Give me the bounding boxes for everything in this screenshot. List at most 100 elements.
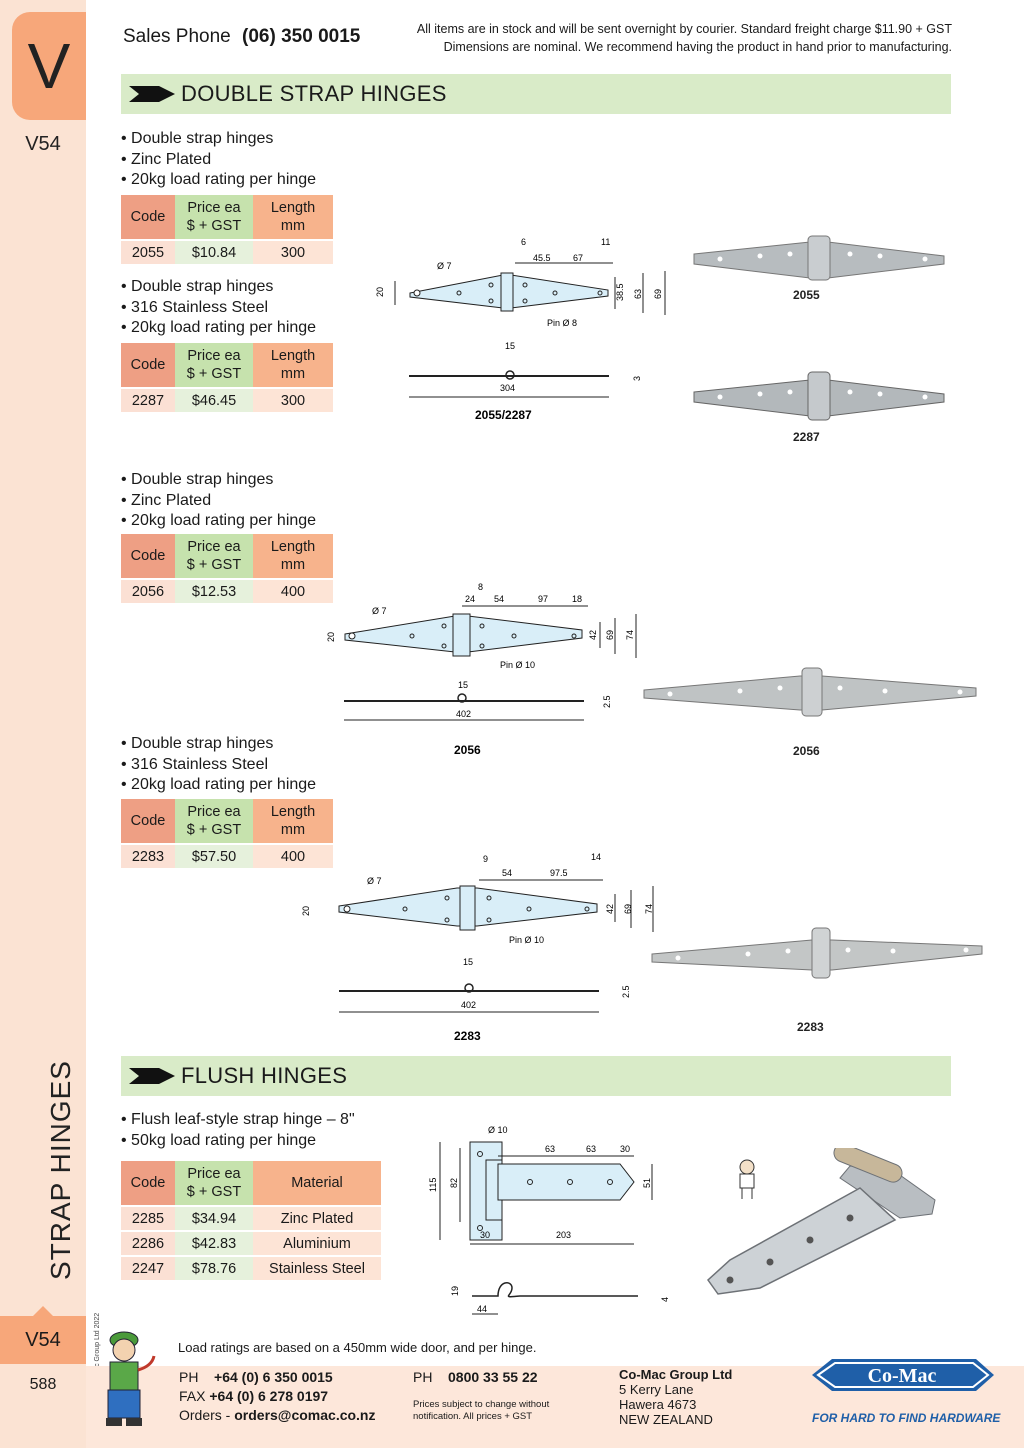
feature-item: • 50kg load rating per hinge [121, 1131, 317, 1149]
section-heading: FLUSH HINGES [181, 1063, 348, 1088]
hinge-photo-2055 [693, 235, 945, 281]
dim-label: 42 [588, 630, 598, 640]
cell-length: 400 [253, 843, 333, 868]
orders-label: Orders - [179, 1407, 231, 1423]
cell-price: $12.53 [175, 578, 253, 603]
product-features: • Double strap hinges • Zinc Plated • 20… [121, 470, 316, 532]
feature-item: • Double strap hinges [121, 130, 274, 147]
disclaimer-line: Prices subject to change without [413, 1399, 550, 1410]
cell-material: Aluminium [253, 1230, 381, 1256]
dim-label: 304 [500, 383, 515, 393]
flush-hinge-photo [707, 1148, 936, 1295]
footer-orders: Orders - orders@comac.co.nz [179, 1407, 376, 1423]
dim-label: 54 [502, 868, 512, 878]
hinge-photo-2287 [693, 371, 945, 421]
header-note-line: All items are in stock and will be sent … [416, 22, 952, 36]
orders-email-link[interactable]: orders@comac.co.nz [234, 1407, 376, 1423]
header-price: Price ea$ + GST [175, 343, 253, 388]
feature-item: • 316 Stainless Steel [121, 755, 269, 773]
header-code: Code [121, 534, 175, 579]
dim-label: 63 [545, 1144, 555, 1154]
technical-drawing-2055: 20 Ø 7 6 45.5 67 11 38.5 63 69 Pin Ø 8 1… [375, 237, 666, 422]
section-code-tab: V54 [0, 1306, 86, 1364]
dim-label: Ø 7 [367, 876, 382, 886]
dim-label: 24 [465, 594, 475, 604]
dim-label: 69 [605, 630, 615, 640]
cell-length: 300 [253, 239, 333, 264]
dim-label: 30 [480, 1230, 490, 1240]
sales-phone-number[interactable]: (06) 350 0015 [242, 26, 361, 47]
cell-code: 2287 [121, 387, 175, 412]
drawing-caption: 2055/2287 [475, 408, 532, 422]
dim-label: 402 [456, 709, 471, 719]
phone-label: PH [413, 1369, 433, 1385]
cell-price: $10.84 [175, 239, 253, 264]
price-disclaimer: Prices subject to change without notific… [413, 1399, 549, 1423]
dim-label: 63 [633, 289, 643, 299]
product-features: • Double strap hinges • 316 Stainless St… [121, 277, 316, 339]
dim-label: 8 [478, 582, 483, 592]
dim-label: Pin Ø 10 [500, 660, 535, 670]
header-price: Price ea$ + GST [175, 1161, 253, 1206]
photo-label: 2055 [793, 288, 820, 302]
cell-code: 2285 [121, 1205, 175, 1231]
header-code: Code [121, 799, 175, 844]
section-letter: V [12, 12, 86, 120]
photo-label: 2287 [793, 430, 820, 444]
dim-label: 4 [660, 1297, 670, 1302]
dim-label: 74 [644, 904, 654, 914]
dim-label: 2.5 [621, 985, 631, 998]
feature-item: • Flush leaf-style strap hinge – 8" [121, 1111, 355, 1128]
feature-item: • 20kg load rating per hinge [121, 776, 317, 793]
header-code: Code [121, 343, 175, 388]
cell-length: 300 [253, 387, 333, 412]
dim-label: Ø 7 [372, 606, 387, 616]
address-line: 5 Kerry Lane [619, 1382, 694, 1397]
dim-label: 3 [632, 376, 642, 381]
cell-code: 2283 [121, 843, 175, 868]
dim-label: 11 [601, 237, 610, 247]
address-line: Hawera 4673 [619, 1397, 697, 1412]
dim-label: 69 [653, 289, 663, 299]
dim-label: 203 [556, 1230, 571, 1240]
cell-price: $42.83 [175, 1230, 253, 1256]
mascot-illustration [106, 1331, 156, 1426]
feature-item: • Double strap hinges [121, 471, 274, 488]
dim-label: 51 [642, 1178, 652, 1188]
fax-label: FAX [179, 1388, 206, 1404]
sidebar [0, 0, 86, 1448]
dim-label: 6 [521, 237, 526, 247]
dim-label: 30 [620, 1144, 630, 1154]
dim-label: 20 [326, 632, 336, 642]
hinge-photo-2056 [643, 667, 977, 717]
dim-label: 42 [605, 904, 615, 914]
flush-price-table: Code Price ea$ + GST Material 2285$34.94… [121, 1161, 381, 1280]
dim-label: 74 [625, 630, 635, 640]
dim-label: Ø 10 [488, 1125, 508, 1135]
header-note: All items are in stock and will be sent … [417, 20, 952, 56]
cell-code: 2247 [121, 1255, 175, 1280]
freephone-number[interactable]: 0800 33 55 22 [448, 1369, 538, 1385]
dim-label: 2.5 [602, 695, 612, 708]
photo-label: 2056 [793, 744, 820, 758]
dim-label: 15 [458, 680, 468, 690]
feature-item: • 316 Stainless Steel [121, 298, 269, 316]
header-code: Code [121, 1161, 175, 1206]
cell-material: Zinc Plated [253, 1205, 381, 1231]
arrow-icon [129, 86, 175, 102]
dim-label: 67 [573, 253, 583, 263]
phone-number[interactable]: +64 (0) 6 350 0015 [214, 1369, 333, 1385]
cell-length: 400 [253, 578, 333, 603]
